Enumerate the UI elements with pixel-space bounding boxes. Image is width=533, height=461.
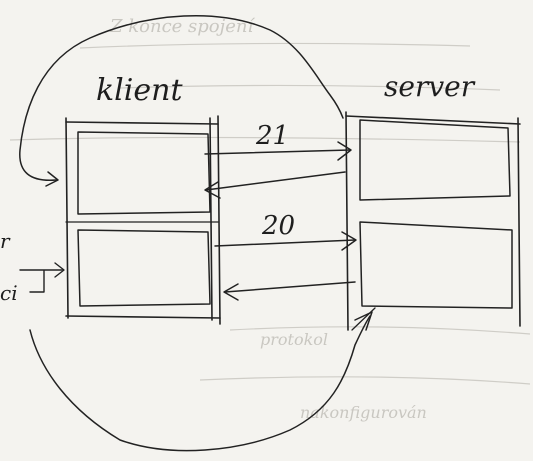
edge-fragment-bottom: ci: [0, 281, 18, 305]
client-port-20-panel: [77, 229, 211, 307]
lower-loop-arrowhead-2: [351, 307, 376, 331]
outer-loop: [19, 14, 344, 181]
outer-loop-arrowhead: [45, 171, 59, 187]
server-label: server: [384, 70, 476, 103]
server-port-20-panel: [359, 221, 513, 309]
lower-loop: [29, 315, 371, 452]
left-stub-arrow: [54, 262, 65, 278]
server-box: [345, 111, 521, 331]
port-21-label: 21: [255, 121, 289, 151]
client-box: [65, 115, 221, 325]
client-port-21-panel: [77, 131, 211, 215]
client-label: klient: [96, 73, 183, 108]
bleed-text-3: nakonfigurován: [300, 403, 427, 422]
arrow-server-to-client-20: [223, 281, 356, 301]
edge-fragment-top: r: [0, 229, 11, 253]
arrow-client-to-server-20: [214, 231, 357, 251]
bleed-text-2: protokol: [260, 330, 328, 349]
arrow-server-to-client-21: [204, 171, 346, 199]
lower-loop-arrowhead: [354, 311, 373, 331]
left-stub: [19, 269, 63, 293]
server-port-21-panel: [359, 119, 511, 201]
arrow-client-to-server-21: [204, 141, 352, 161]
port-20-label: 20: [261, 211, 295, 241]
